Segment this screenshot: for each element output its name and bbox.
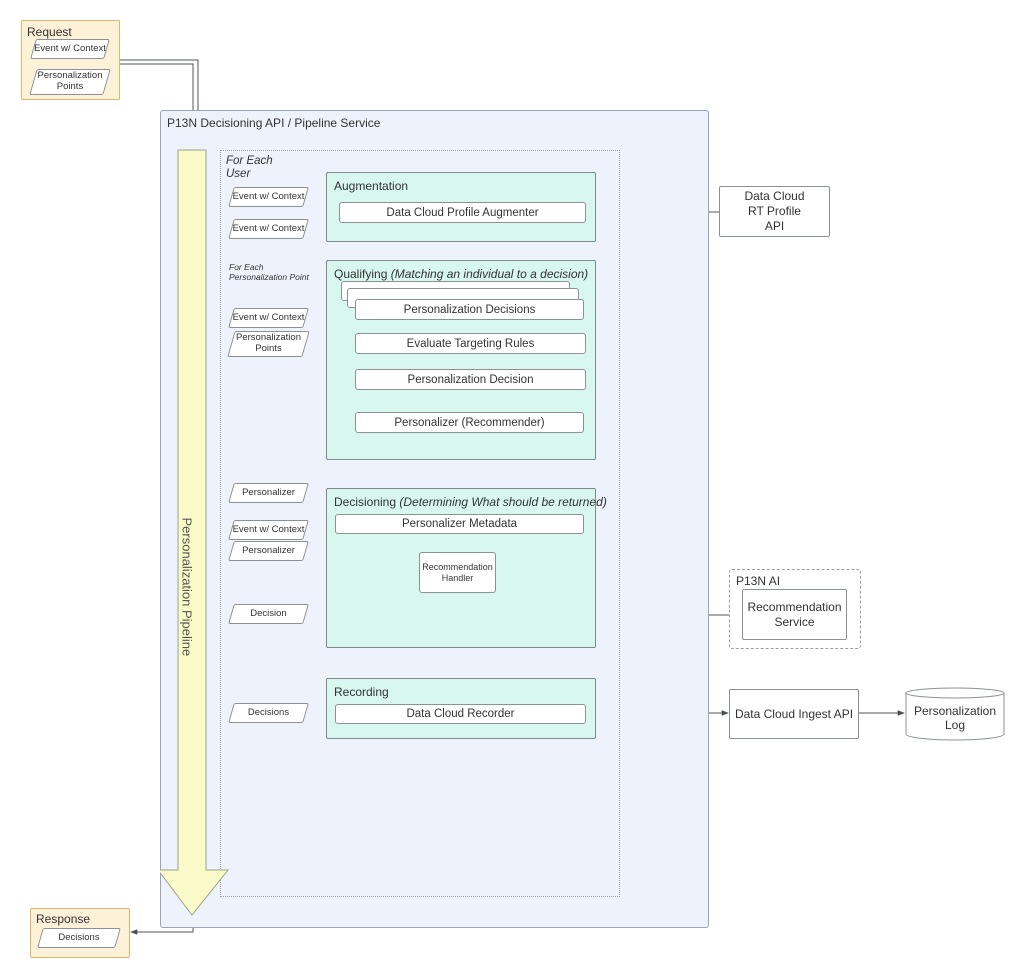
qualifying-subtitle: (Matching an individual to a decision) [390,267,589,281]
for-each-user-label: For Each User [226,155,273,180]
event-in-2: Event w/ Context [228,308,309,328]
event-in-1: Event w/ Context [228,187,309,207]
decision-out: Decision [228,604,309,624]
event-out-1: Event w/ Context [228,219,309,239]
qualifying-title: Qualifying (Matching an individual to a … [334,267,588,281]
ingest-api: Data Cloud Ingest API [729,689,859,739]
evaluate-targeting-rules: Evaluate Targeting Rules [355,333,586,354]
pipeline-label: Personalization Pipeline [179,517,195,657]
augmentation-title: Augmentation [334,179,409,193]
decisioning-title: Decisioning (Determining What should be … [334,495,607,509]
personalization-decisions: Personalization Decisions [355,299,584,320]
response-decisions-label: Decisions [58,931,100,943]
decisioning-title-main: Decisioning [334,495,397,509]
request-title: Request [27,25,72,39]
recommendation-service: Recommendation Service [742,589,847,640]
personalizer-recommender: Personalizer (Recommender) [355,412,584,433]
personalization-log: Personalization Log [913,704,997,732]
personalizer-metadata: Personalizer Metadata [335,514,584,534]
log-database-icon [905,687,1005,741]
service-title: P13N Decisioning API / Pipeline Service [167,116,381,130]
recommendation-handler: Recommendation Handler [419,552,496,593]
event-in-3: Event w/ Context [228,520,309,540]
request-points-label: Personalization Points [37,70,103,92]
profile-api: Data Cloud RT Profile API [719,186,830,237]
profile-augmenter: Data Cloud Profile Augmenter [339,202,586,223]
personalizer-in: Personalizer [228,541,309,561]
request-points-shape: Personalization Points [29,69,111,95]
request-event-shape: Event w/ Context [30,39,110,59]
pipeline-arrow [160,149,230,916]
p13n-ai-title: P13N AI [736,574,781,588]
request-event-label: Event w/ Context [34,42,106,54]
decisioning-subtitle: (Determining What should be returned) [399,495,607,509]
data-cloud-recorder: Data Cloud Recorder [335,704,586,724]
decisions-in: Decisions [228,703,309,723]
recording-title: Recording [334,685,389,699]
response-decisions-shape: Decisions [37,928,121,948]
for-each-point-label: For Each Personalization Point [229,262,309,282]
qualifying-title-main: Qualifying [334,267,388,281]
response-title: Response [36,912,91,926]
personalizer-out: Personalizer [228,483,309,503]
points-in: Personalization Points [227,331,310,357]
personalization-decision: Personalization Decision [355,369,586,390]
for-each-user-loop: For Each User [220,150,620,897]
